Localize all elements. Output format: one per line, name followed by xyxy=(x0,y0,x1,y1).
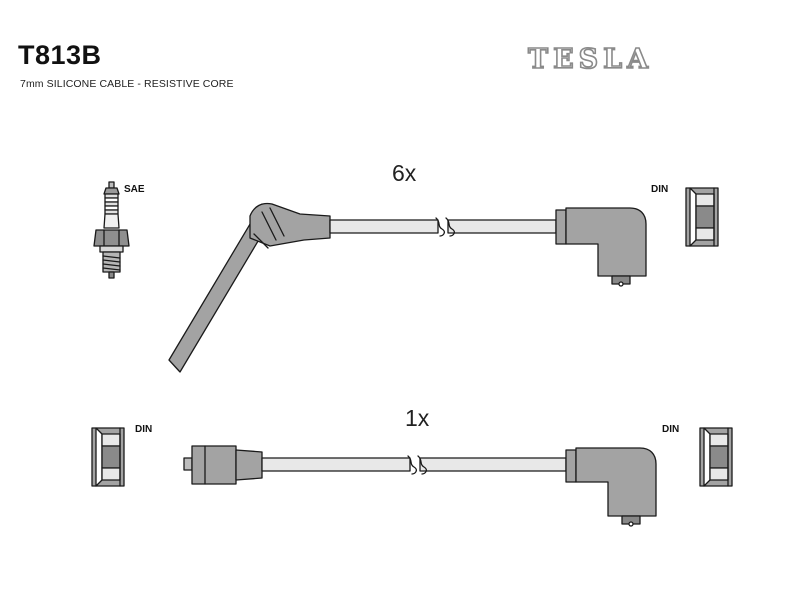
connector-label-din: DIN xyxy=(662,424,680,435)
ignition-cable-long xyxy=(168,202,647,373)
ignition-cable-short xyxy=(183,445,657,527)
spark-plug-icon xyxy=(93,181,130,279)
connector-label-din: DIN xyxy=(135,424,153,435)
din-terminal-icon xyxy=(91,427,125,487)
din-terminal-icon xyxy=(699,427,733,487)
din-terminal-icon xyxy=(685,187,719,247)
connector-label-sae: SAE xyxy=(124,184,145,195)
connector-label-din: DIN xyxy=(651,184,669,195)
brand-logo: TESLA xyxy=(527,43,654,76)
cable-description: 7mm SILICONE CABLE - RESISTIVE CORE xyxy=(20,78,234,90)
part-number: T813B xyxy=(18,40,102,70)
quantity-label-long-cable: 6x xyxy=(392,160,417,186)
quantity-label-short-cable: 1x xyxy=(405,405,430,431)
